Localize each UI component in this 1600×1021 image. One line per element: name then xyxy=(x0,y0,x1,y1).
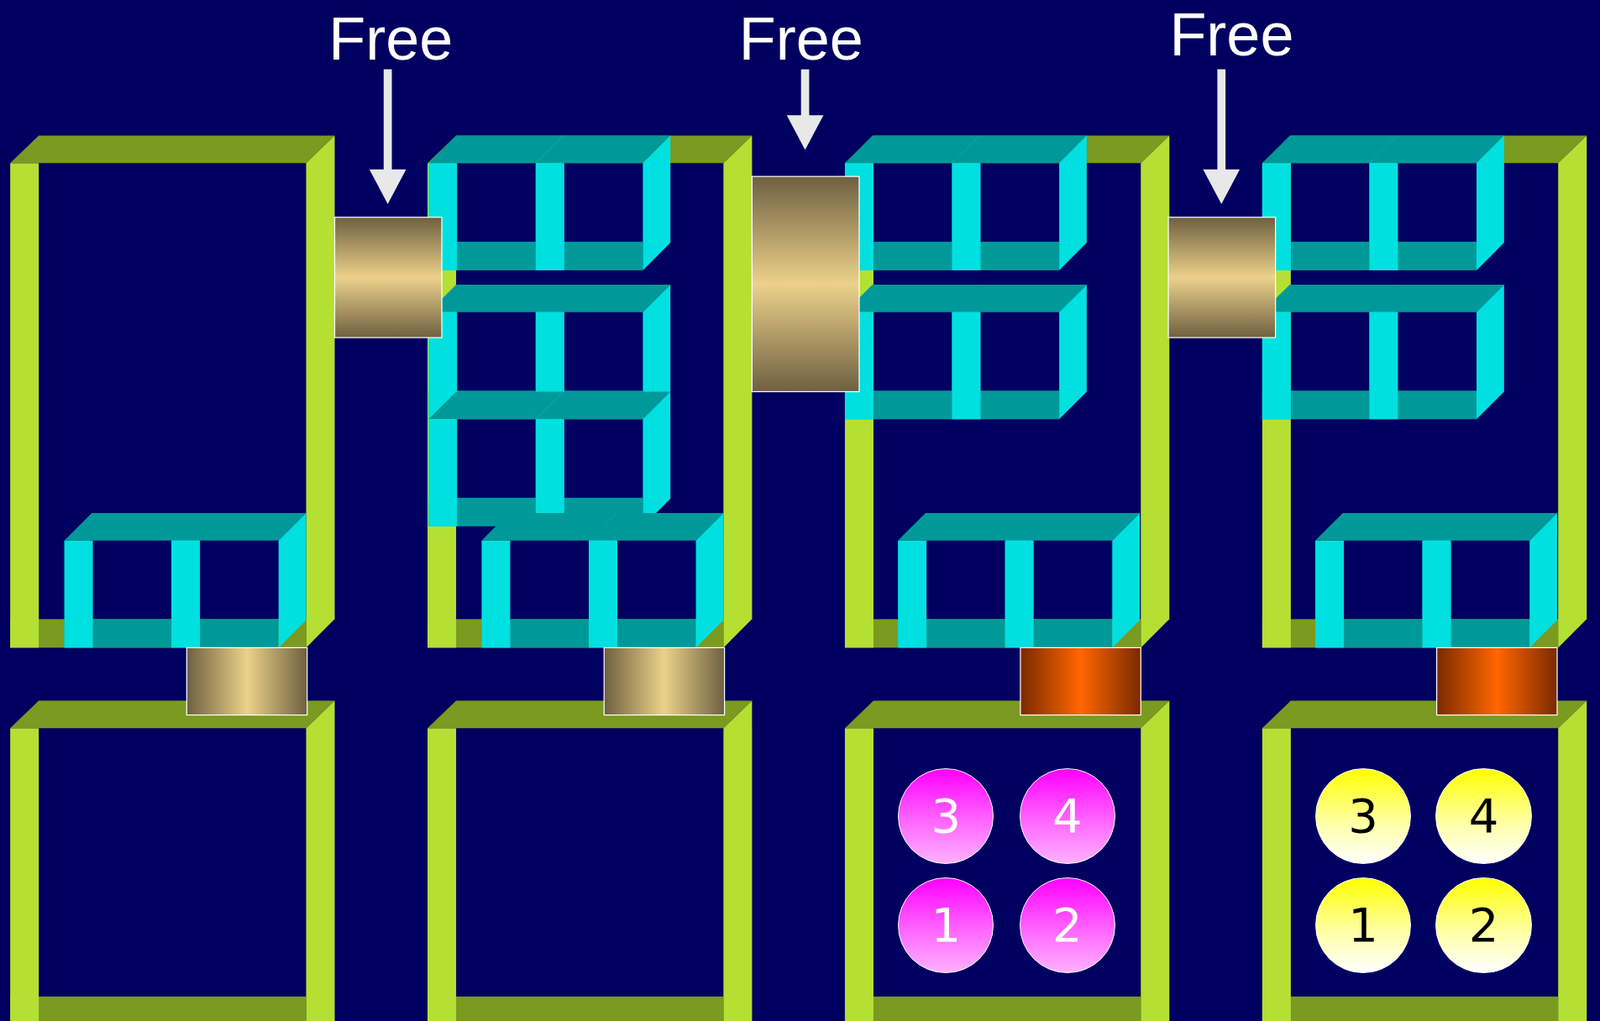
pointer-arrow xyxy=(1217,69,1226,172)
gold-link xyxy=(603,647,724,715)
memory-cell xyxy=(1422,513,1558,648)
memory-cell xyxy=(952,136,1087,271)
orange-link xyxy=(1020,647,1141,715)
pool-frame xyxy=(844,701,1170,1021)
free-label: Free xyxy=(739,8,864,69)
memory-cell xyxy=(535,136,671,271)
free-block xyxy=(334,217,442,338)
object-number: 2 xyxy=(1468,902,1500,950)
memory-cell xyxy=(588,513,724,648)
heap-frame xyxy=(844,136,1170,649)
free-block xyxy=(751,176,860,392)
heap-frame xyxy=(1262,136,1587,649)
pool-frame xyxy=(1262,701,1587,1021)
memory-cell xyxy=(952,284,1087,420)
object-circle: 1 xyxy=(897,877,994,974)
object-circle: 2 xyxy=(1019,877,1116,974)
object-number: 3 xyxy=(930,792,961,840)
object-circle: 3 xyxy=(1315,768,1412,865)
memory-cell xyxy=(1369,136,1504,271)
heap-frame xyxy=(10,136,335,649)
heap-frame xyxy=(427,136,752,649)
free-block xyxy=(1168,217,1276,338)
gold-link xyxy=(186,647,307,715)
object-circle: 3 xyxy=(897,768,994,865)
object-circle: 2 xyxy=(1435,877,1532,974)
memory-cell xyxy=(171,513,306,648)
object-number: 3 xyxy=(1348,792,1379,840)
object-circle: 1 xyxy=(1315,877,1412,974)
object-number: 4 xyxy=(1052,792,1083,840)
object-number: 1 xyxy=(930,902,961,950)
orange-link xyxy=(1437,647,1558,715)
arrow-head xyxy=(786,115,824,150)
object-number: 4 xyxy=(1468,792,1500,840)
object-number: 1 xyxy=(1348,902,1379,950)
free-label: Free xyxy=(328,8,453,69)
memory-cell xyxy=(1005,513,1140,648)
memory-cell xyxy=(1369,284,1504,420)
memory-cell xyxy=(535,391,671,526)
object-circle: 4 xyxy=(1435,768,1532,865)
arrow-head xyxy=(1202,169,1240,205)
object-number: 2 xyxy=(1052,902,1083,950)
pool-frame xyxy=(427,701,752,1021)
arrow-head xyxy=(369,169,407,205)
pointer-arrow xyxy=(801,69,810,118)
object-circle: 4 xyxy=(1019,768,1116,865)
pool-frame xyxy=(10,701,335,1021)
free-label: Free xyxy=(1169,4,1294,65)
pointer-arrow xyxy=(383,69,393,172)
